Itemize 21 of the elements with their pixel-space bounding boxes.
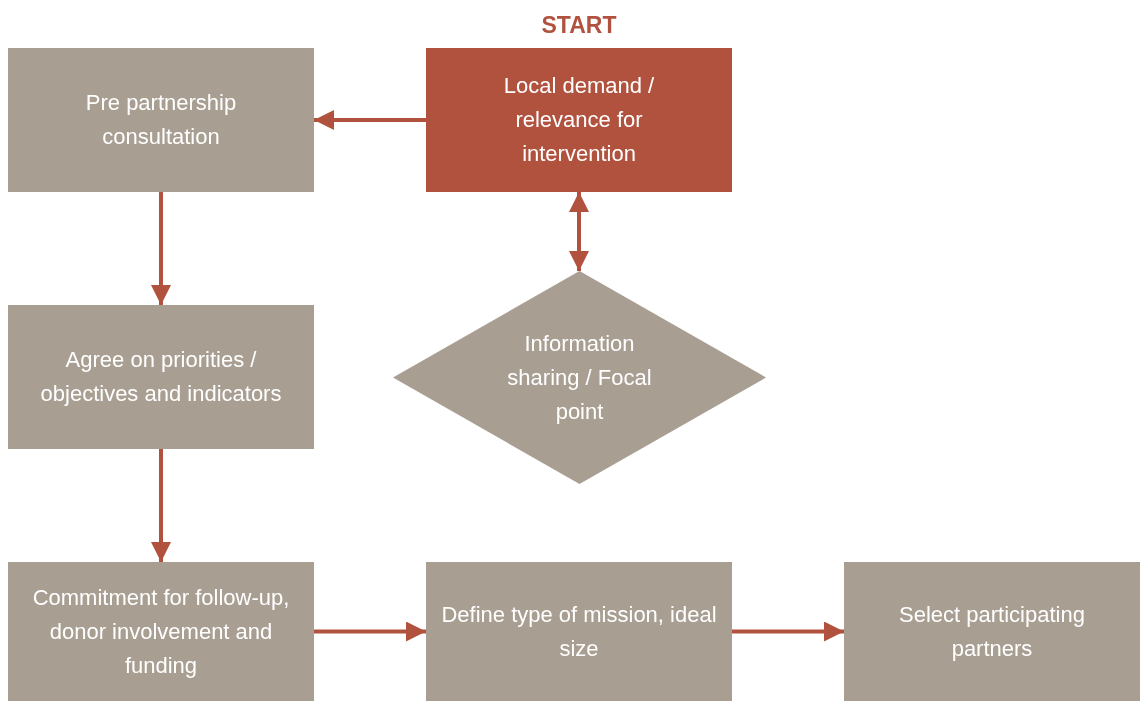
arrow [151,449,171,562]
node-text: Local demand / relevance for intervention [502,72,656,168]
node-text: Agree on priorities / objectives and indicators [39,346,283,408]
process-box [8,48,314,192]
arrow [732,621,844,642]
node-text: Information sharing / Focal point [506,329,653,426]
process-box [8,562,314,701]
arrow [314,110,426,130]
node-text: Pre partnership consultation [84,89,238,151]
process-box [844,562,1140,701]
start-label: START [540,11,618,40]
start-box [426,48,732,192]
node-text: Select participating partners [898,600,1086,663]
arrow [151,192,171,305]
arrow [314,621,426,642]
process-box [426,562,732,701]
arrow [569,192,589,271]
decision-diamond [393,271,766,484]
node-text: Define type of mission, ideal size [440,600,718,663]
node-text: Commitment for follow-up, donor involvement and funding [31,583,291,680]
process-box [8,305,314,449]
